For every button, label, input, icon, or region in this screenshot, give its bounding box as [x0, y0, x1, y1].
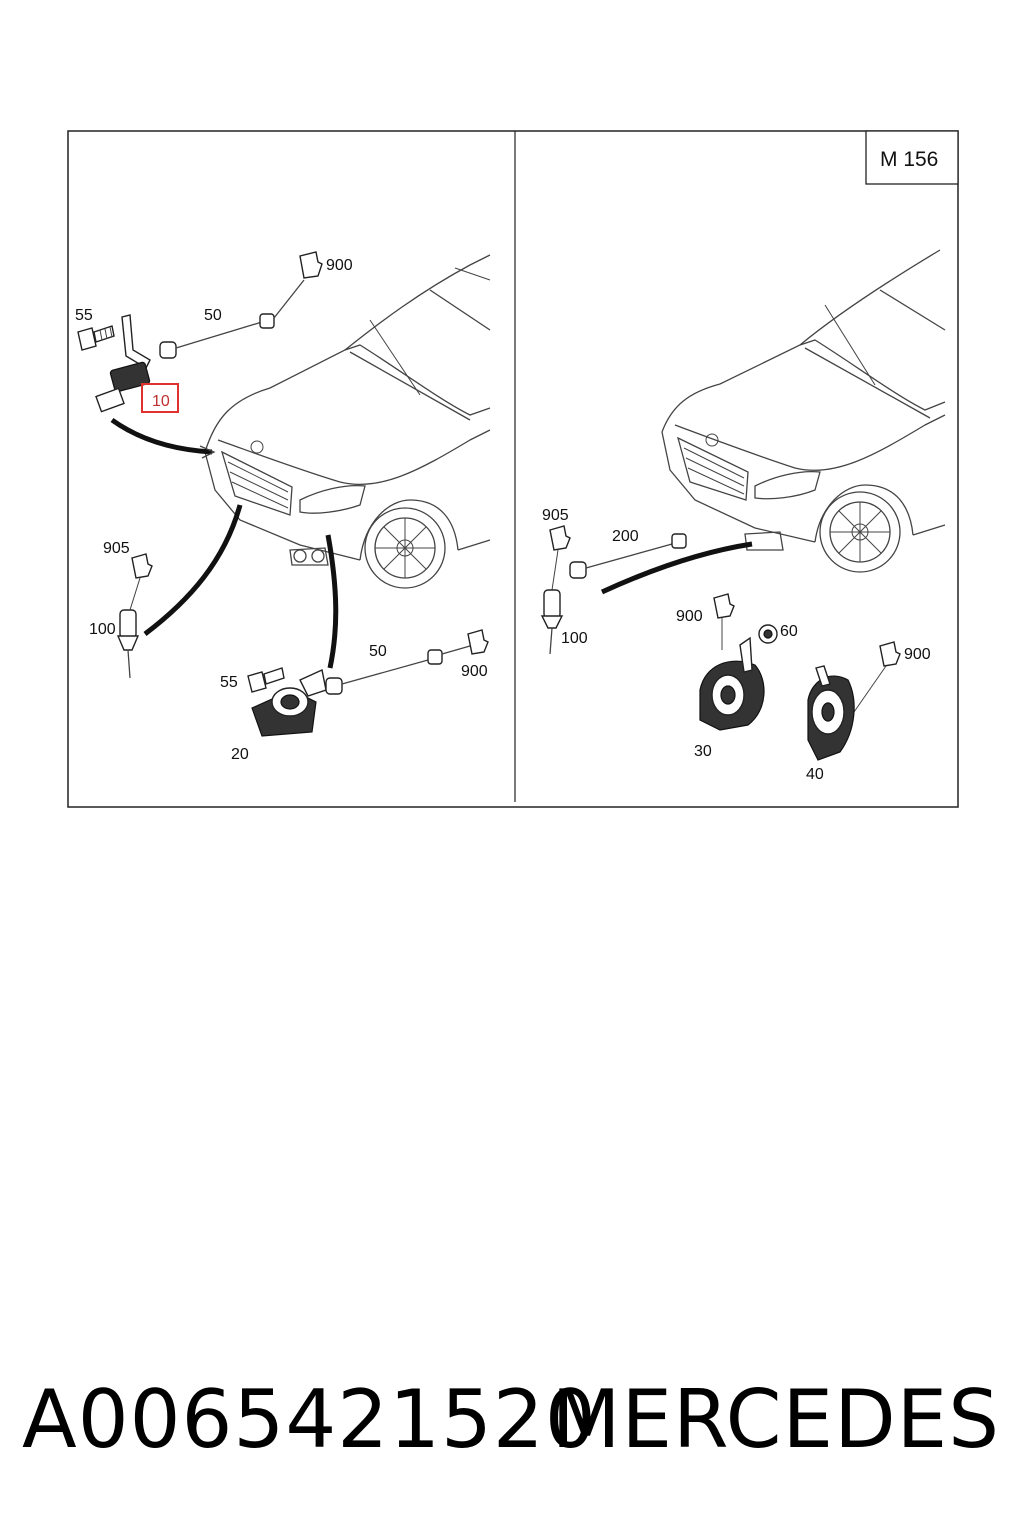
callout-900-center: 900: [676, 608, 703, 625]
connector-900-bottom-icon: [467, 629, 489, 655]
callout-40: 40: [806, 766, 824, 783]
callout-100-left: 100: [89, 621, 116, 638]
callout-900-right: 900: [904, 646, 931, 663]
car-outline-right: [661, 249, 946, 573]
part-number: A0065421520: [22, 1373, 597, 1466]
arrow-100-to-bumper-right: [600, 541, 753, 595]
callout-10: 10: [152, 393, 170, 410]
part-100-sensor-left: [116, 609, 140, 679]
callout-900-bottom: 900: [461, 663, 488, 680]
part-40-horn: [807, 665, 855, 761]
footer: A0065421520 MERCEDES: [0, 1372, 1024, 1472]
callout-905-right: 905: [542, 507, 569, 524]
callout-50-top: 50: [204, 307, 222, 324]
callout-20: 20: [231, 746, 249, 763]
part-30-horn: [699, 636, 765, 731]
part-55-bolt-bottom: [247, 667, 285, 693]
connector-900-right-icon: [879, 641, 901, 667]
callout-55-top: 55: [75, 307, 93, 324]
callout-100-right: 100: [561, 630, 588, 647]
diagram-frame: [67, 130, 959, 808]
arrow-100-to-bumper: [143, 504, 243, 636]
model-code: M 156: [880, 148, 938, 171]
part-55-bolt-top: [77, 325, 115, 351]
part-100-sensor-right: [540, 589, 564, 655]
callout-30: 30: [694, 743, 712, 760]
connector-900-top-icon: [299, 251, 323, 279]
connector-905-right-icon: [549, 525, 571, 551]
part-10-sensor: [95, 314, 151, 413]
right-panel: 905 200 100 900 60 900 30 40: [540, 249, 946, 783]
part-60-nut: [758, 624, 778, 644]
arrow-20-to-bumper: [325, 534, 339, 669]
model-code-box: [865, 130, 959, 185]
callout-10-highlight-box: [141, 383, 179, 413]
car-outline-left: [204, 254, 491, 589]
part-200-cable: [569, 533, 687, 579]
arrow-sensor-to-grille: [110, 417, 213, 455]
callout-900-top: 900: [326, 257, 353, 274]
callout-55-bottom: 55: [220, 674, 238, 691]
part-50-cable-bottom: [325, 645, 471, 695]
callout-200: 200: [612, 528, 639, 545]
connector-905-icon: [131, 553, 153, 579]
left-panel: 55 50 900 10 905 100 55 20 50 900: [75, 251, 491, 763]
brand-name: MERCEDES: [551, 1373, 1000, 1466]
callout-60: 60: [780, 623, 798, 640]
connector-900-center-icon: [713, 593, 735, 619]
callout-50-bottom: 50: [369, 643, 387, 660]
callout-905-left: 905: [103, 540, 130, 557]
part-50-cable-top: [159, 279, 305, 359]
